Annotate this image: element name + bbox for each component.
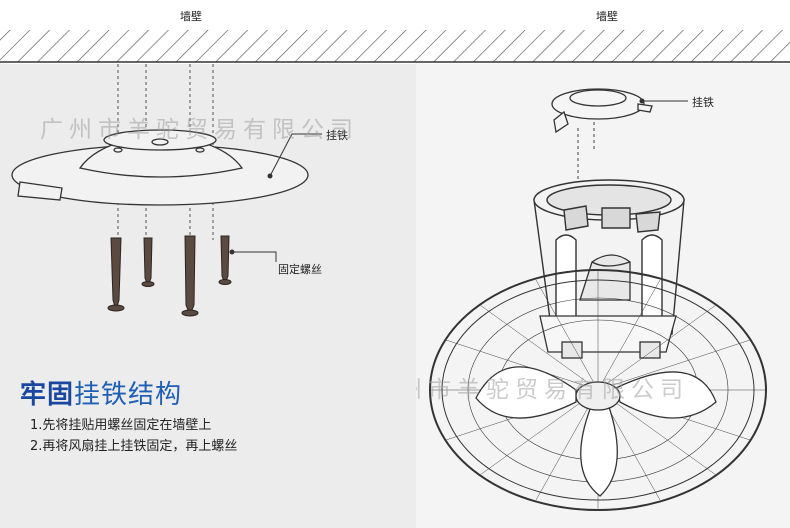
wall-label: 墙壁 — [180, 10, 202, 23]
title-rest: 挂铁结构 — [74, 380, 183, 410]
bracket-plate — [11, 129, 309, 206]
bracket-callout: 挂铁 — [692, 96, 714, 109]
title-emphasis: 牢固 — [20, 380, 75, 410]
wall-hatch — [0, 30, 416, 62]
right-panel: 墙壁 挂铁 广州市羊驼贸易有限公司 — [416, 0, 790, 528]
step-1: 1.先将挂贴用螺丝固定在墙壁上 — [30, 418, 212, 433]
guide-lines — [577, 122, 595, 180]
screw-leader-dot — [229, 249, 235, 255]
bracket-callout: 挂铁 — [326, 129, 348, 142]
right-illustration — [416, 0, 790, 511]
bracket-leader-dot — [267, 173, 273, 179]
hanging-bracket — [551, 88, 653, 134]
fan-blades — [475, 366, 717, 497]
screws — [107, 235, 232, 317]
bracket-leader-dot — [639, 98, 645, 104]
wall-hatch — [416, 30, 790, 62]
watermark: 广州市羊驼贸易有限公司 — [40, 117, 359, 143]
bracket-leader — [269, 133, 322, 177]
motor-core — [539, 254, 677, 359]
step-2: 2.再将风扇挂上挂铁固定，再上螺丝 — [30, 439, 238, 454]
section-title: 牢固挂铁结构 — [20, 374, 182, 411]
screw-callout: 固定螺丝 — [278, 263, 322, 276]
watermark: 广州市羊驼贸易有限公司 — [416, 377, 689, 403]
left-panel: 墙壁 挂铁 固定螺丝 广州市羊驼贸易有限公司 牢固挂铁结构 1.先将挂贴用螺丝固… — [0, 0, 416, 528]
guide-lines — [117, 64, 214, 240]
screw-leader — [232, 251, 277, 262]
left-illustration — [0, 0, 416, 317]
wall-label: 墙壁 — [596, 10, 618, 23]
